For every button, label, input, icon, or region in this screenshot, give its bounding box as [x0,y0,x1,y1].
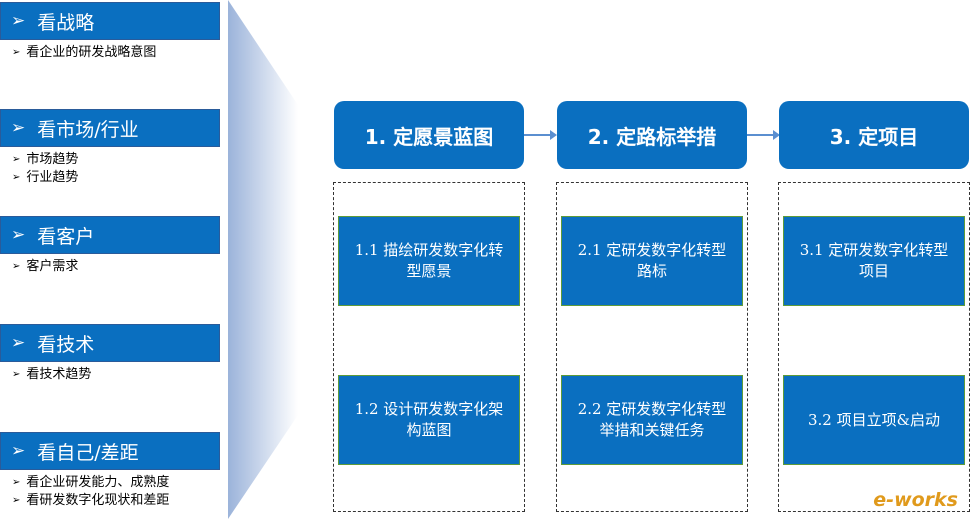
section-header: ➢ 看战略 [0,2,220,40]
arrow-icon: ➢ [11,118,26,138]
bullet-text: 行业趋势 [26,170,79,185]
arrow-icon: ➢ [11,441,26,461]
bullet-item: ➢ 看研发数字化现状和差距 [12,492,220,510]
connector-arrow [747,130,780,140]
arrow-icon: ➢ [12,477,21,488]
connector-arrow [524,130,557,140]
funnel-shape [228,0,298,519]
section-title: 看战略 [37,11,95,34]
bullet-item: ➢ 行业趋势 [12,169,220,187]
bullet-text: 看研发数字化现状和差距 [26,493,170,508]
bullet-text: 客户需求 [26,259,79,274]
column-header-vision: 1. 定愿景蓝图 [334,101,524,169]
arrow-icon: ➢ [12,172,21,183]
task-box: 2.2 定研发数字化转型举措和关键任务 [561,375,743,465]
arrow-icon: ➢ [12,369,21,380]
task-text: 2.2 定研发数字化转型举措和关键任务 [577,400,727,439]
column-project: 3.1 定研发数字化转型项目 3.2 项目立项&启动 [778,182,970,512]
arrow-icon: ➢ [11,333,26,353]
arrow-icon: ➢ [11,11,26,31]
task-text: 1.1 描绘研发数字化转型愿景 [354,241,504,280]
task-box: 1.2 设计研发数字化架构蓝图 [338,375,520,465]
task-box: 3.1 定研发数字化转型项目 [783,216,965,306]
arrow-icon: ➢ [12,495,21,506]
column-header-roadmap: 2. 定路标举措 [557,101,747,169]
column-header-project: 3. 定项目 [779,101,969,169]
task-text: 3.1 定研发数字化转型项目 [799,241,949,280]
bullet-item: ➢ 看企业研发能力、成熟度 [12,474,220,492]
arrow-icon: ➢ [12,154,21,165]
bullet-item: ➢ 客户需求 [12,258,220,276]
column-title: 2. 定路标举措 [587,124,717,149]
column-title: 3. 定项目 [829,124,919,149]
task-box: 3.2 项目立项&启动 [783,375,965,465]
column-vision: 1.1 描绘研发数字化转型愿景 1.2 设计研发数字化架构蓝图 [333,182,525,512]
section-technology: ➢ 看技术 ➢看技术趋势 [0,324,220,384]
section-title: 看市场/行业 [37,118,139,141]
section-header: ➢ 看技术 [0,324,220,362]
section-title: 看技术 [37,333,95,356]
section-strategy: ➢ 看战略 ➢看企业的研发战略意图 [0,2,220,62]
section-header: ➢ 看自己/差距 [0,432,220,470]
section-customer: ➢ 看客户 ➢客户需求 [0,216,220,276]
bullet-text: 看技术趋势 [26,367,92,382]
bullet-item: ➢ 看技术趋势 [12,366,220,384]
section-header: ➢ 看客户 [0,216,220,254]
section-title: 看自己/差距 [37,441,139,464]
section-market: ➢ 看市场/行业 ➢市场趋势 ➢行业趋势 [0,109,220,187]
task-box: 2.1 定研发数字化转型路标 [561,216,743,306]
bullet-item: ➢ 市场趋势 [12,151,220,169]
task-text: 2.1 定研发数字化转型路标 [577,241,727,280]
bullet-text: 看企业的研发战略意图 [26,45,157,60]
task-text: 3.2 项目立项&启动 [808,410,940,429]
section-self-gap: ➢ 看自己/差距 ➢看企业研发能力、成熟度 ➢看研发数字化现状和差距 [0,432,220,510]
task-text: 1.2 设计研发数字化架构蓝图 [354,400,504,439]
arrow-icon: ➢ [12,47,21,58]
bullet-text: 市场趋势 [26,152,79,167]
column-title: 1. 定愿景蓝图 [364,124,494,149]
arrow-icon: ➢ [11,225,26,245]
section-header: ➢ 看市场/行业 [0,109,220,147]
column-roadmap: 2.1 定研发数字化转型路标 2.2 定研发数字化转型举措和关键任务 [556,182,748,512]
bullet-item: ➢ 看企业的研发战略意图 [12,44,220,62]
section-title: 看客户 [37,225,95,248]
bullet-text: 看企业研发能力、成熟度 [26,475,170,490]
task-box: 1.1 描绘研发数字化转型愿景 [338,216,520,306]
arrow-icon: ➢ [12,261,21,272]
eworks-logo: e-works [873,489,958,511]
